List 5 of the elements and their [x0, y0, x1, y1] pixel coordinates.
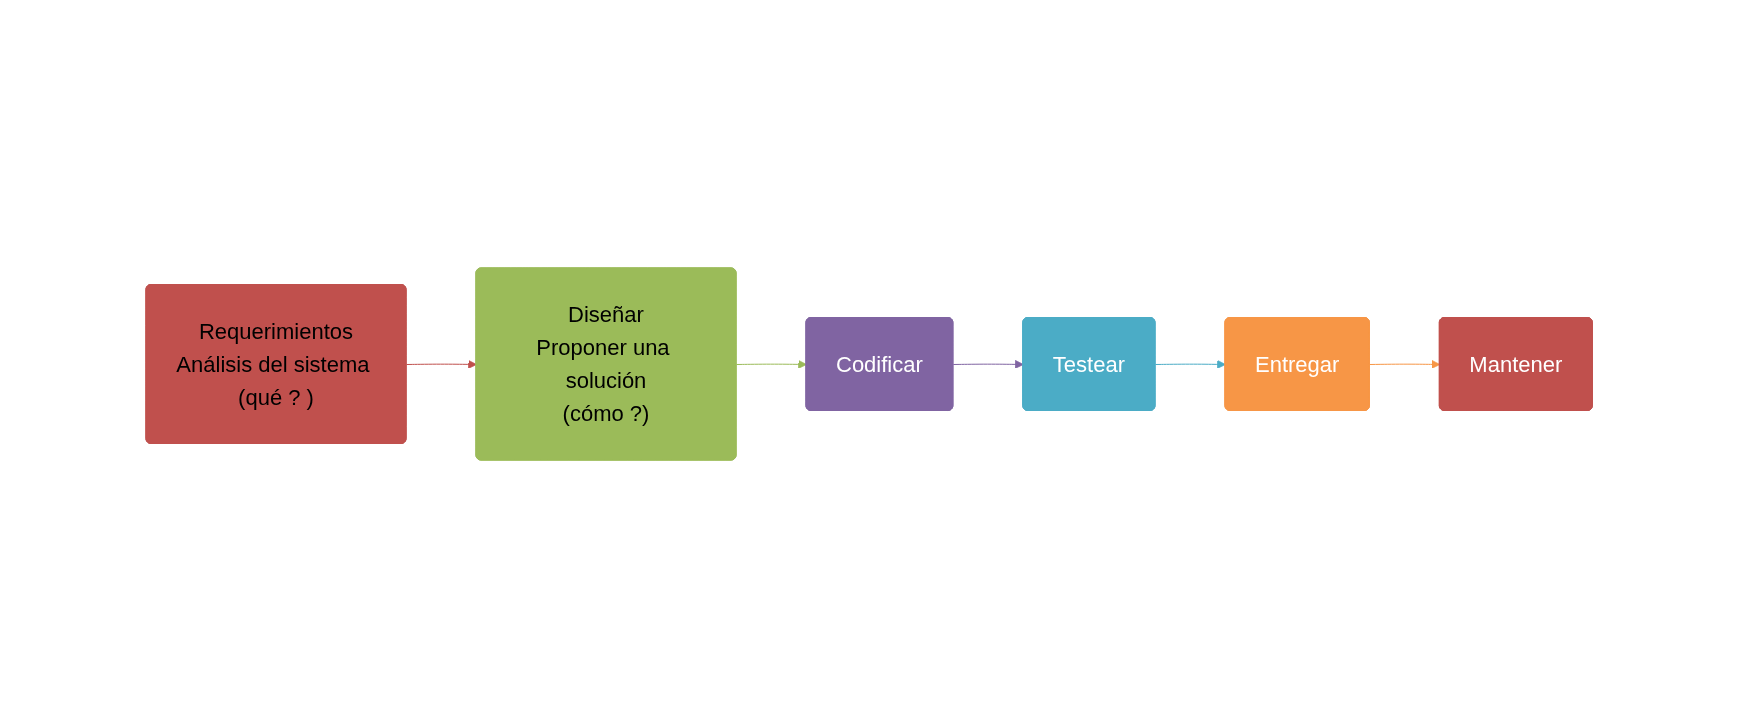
arrow — [953, 359, 1025, 369]
arrow — [406, 359, 478, 369]
arrow — [1155, 359, 1227, 369]
arrow — [1369, 359, 1441, 369]
arrow — [736, 359, 808, 369]
